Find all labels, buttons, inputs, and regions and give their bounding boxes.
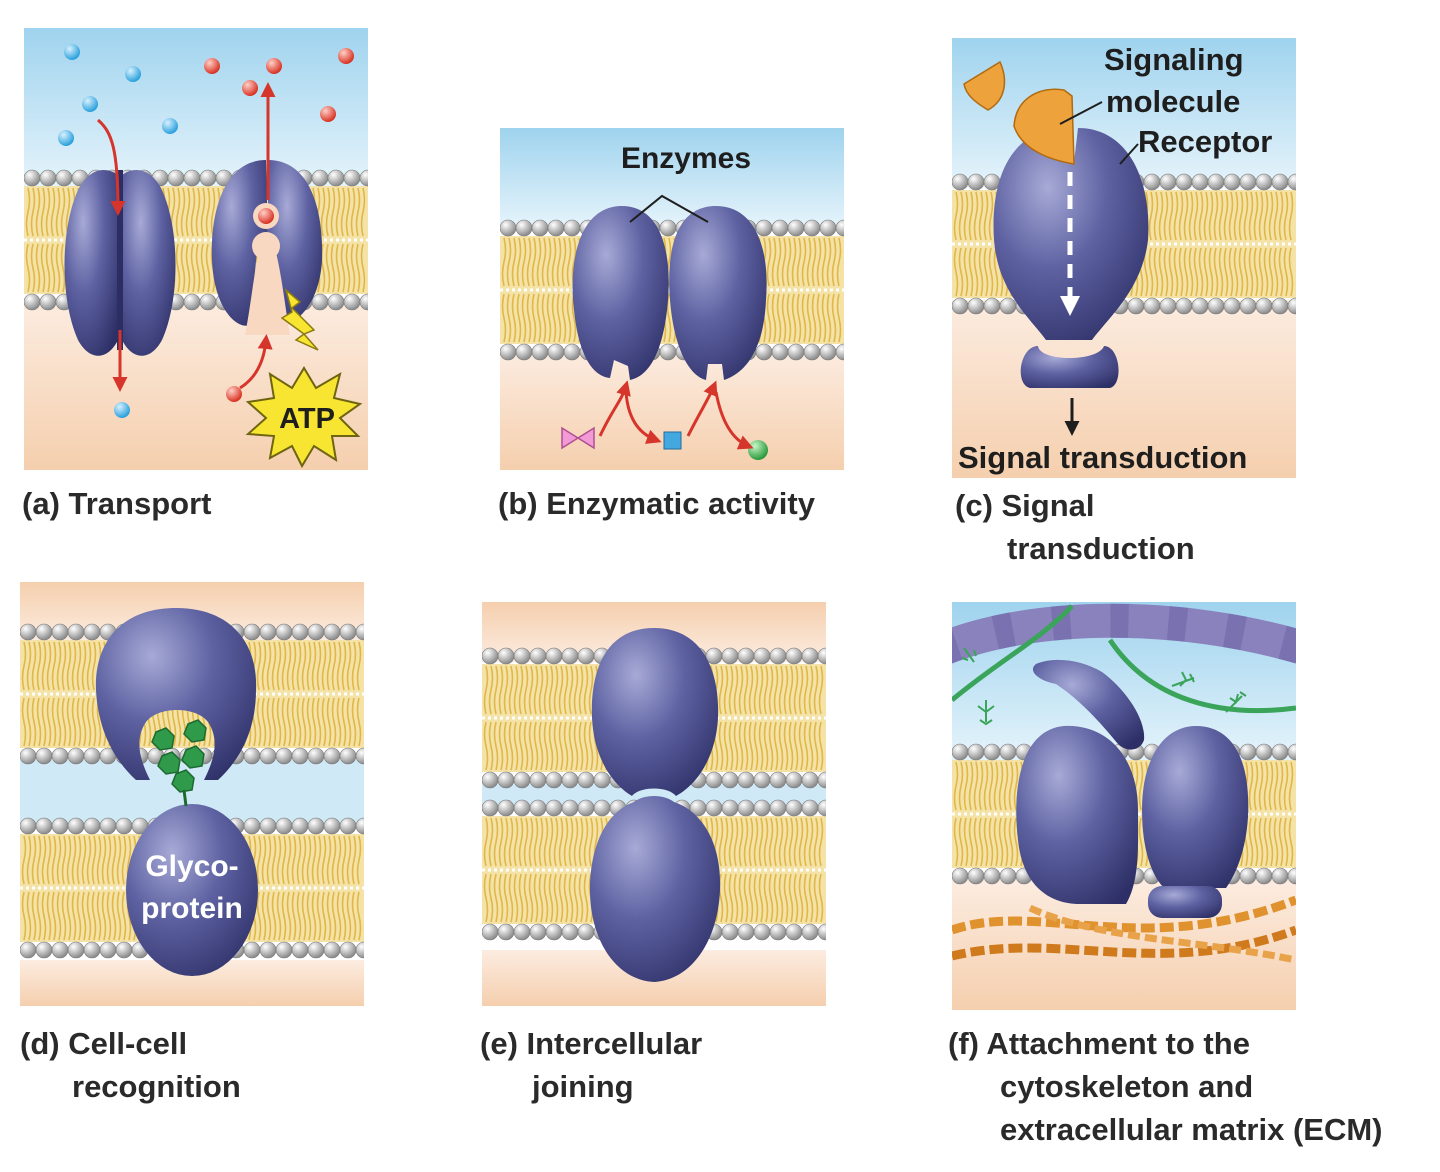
glycoprotein bbox=[126, 804, 258, 976]
signaling-molecule-label-line1: Signaling bbox=[1104, 42, 1244, 77]
caption-b: (b) Enzymatic activity bbox=[498, 486, 815, 521]
intermediate-molecule bbox=[663, 431, 682, 450]
ecm-fiber-purple bbox=[952, 603, 1296, 664]
carbohydrate-chain bbox=[151, 719, 207, 807]
glycoprotein-label-line2: protein bbox=[141, 892, 243, 925]
microfilaments bbox=[952, 895, 1296, 964]
caption-f: (f) Attachment to the cytoskeleton and e… bbox=[948, 1026, 1383, 1147]
enzyme-left bbox=[572, 206, 669, 380]
channel-protein bbox=[64, 170, 176, 356]
panel-f-attachment-cytoskeleton-ecm bbox=[952, 602, 1296, 1010]
product-molecule bbox=[748, 440, 768, 460]
atp-label: ATP bbox=[279, 403, 335, 435]
blue-solutes bbox=[58, 44, 178, 418]
reaction-arrow-1 bbox=[598, 380, 631, 437]
glycoprotein-label-line1: Glyco- bbox=[145, 850, 238, 883]
reaction-arrow-3 bbox=[686, 380, 718, 437]
caption-e: (e) Intercellular joining bbox=[480, 1026, 703, 1104]
panel-d-cell-cell-recognition: Glyco- protein bbox=[20, 582, 364, 1006]
receptor-protein bbox=[993, 128, 1149, 340]
receptor-leader-line bbox=[1119, 143, 1139, 165]
energy-bolt-icon bbox=[280, 287, 319, 351]
channel-flow-arrow bbox=[97, 118, 126, 216]
reaction-arrow-2 bbox=[624, 391, 662, 444]
signaling-molecule-free bbox=[963, 60, 1006, 111]
enzyme-right bbox=[669, 206, 767, 380]
integrin-right bbox=[1142, 726, 1249, 888]
receptor-label: Receptor bbox=[1138, 124, 1272, 159]
integrin-left bbox=[1016, 725, 1139, 904]
proteoglycan-sprigs bbox=[961, 647, 1247, 726]
panel-b-enzymatic-activity: Enzymes bbox=[500, 128, 844, 470]
cytoplasm-region bbox=[952, 300, 1296, 478]
cytoplasm-region bbox=[500, 350, 844, 470]
panel-a-transport: ATP bbox=[24, 28, 368, 470]
panel-c-signal-transduction: Signaling molecule Receptor Signal trans… bbox=[952, 38, 1296, 478]
signaling-leader-line bbox=[1059, 101, 1103, 125]
carrier-pump-protein bbox=[211, 160, 323, 335]
substrate-molecule bbox=[561, 426, 595, 450]
enzymes-leader-lines bbox=[629, 194, 709, 223]
reaction-arrow-4 bbox=[714, 391, 754, 450]
junction-protein-bottom bbox=[590, 796, 721, 982]
caption-a: (a) Transport bbox=[22, 486, 212, 521]
extracellular-region bbox=[24, 28, 368, 188]
cytoskeleton-anchor bbox=[1148, 886, 1222, 918]
extracellular-region bbox=[500, 128, 844, 228]
red-solutes bbox=[204, 48, 354, 402]
relay-protein bbox=[1020, 346, 1119, 388]
signal-transduction-label: Signal transduction bbox=[958, 440, 1247, 475]
signaling-molecule-label-line2: molecule bbox=[1106, 84, 1240, 119]
ecm-binding-protein bbox=[1032, 659, 1145, 750]
ecm-fiber-green-1 bbox=[952, 604, 1074, 702]
enzymes-label: Enzymes bbox=[621, 142, 751, 175]
ecm-fiber-green-2 bbox=[1107, 638, 1296, 714]
signaling-molecule-bound bbox=[1013, 88, 1075, 165]
panel-e-intercellular-joining bbox=[482, 602, 826, 1006]
atp-starburst-icon bbox=[245, 366, 363, 469]
recognition-protein bbox=[95, 608, 257, 780]
pump-entry-arrow bbox=[239, 334, 273, 390]
junction-protein-top bbox=[591, 628, 719, 796]
caption-d: (d) Cell-cell recognition bbox=[20, 1026, 241, 1104]
caption-c: (c) Signal transduction bbox=[955, 488, 1195, 566]
